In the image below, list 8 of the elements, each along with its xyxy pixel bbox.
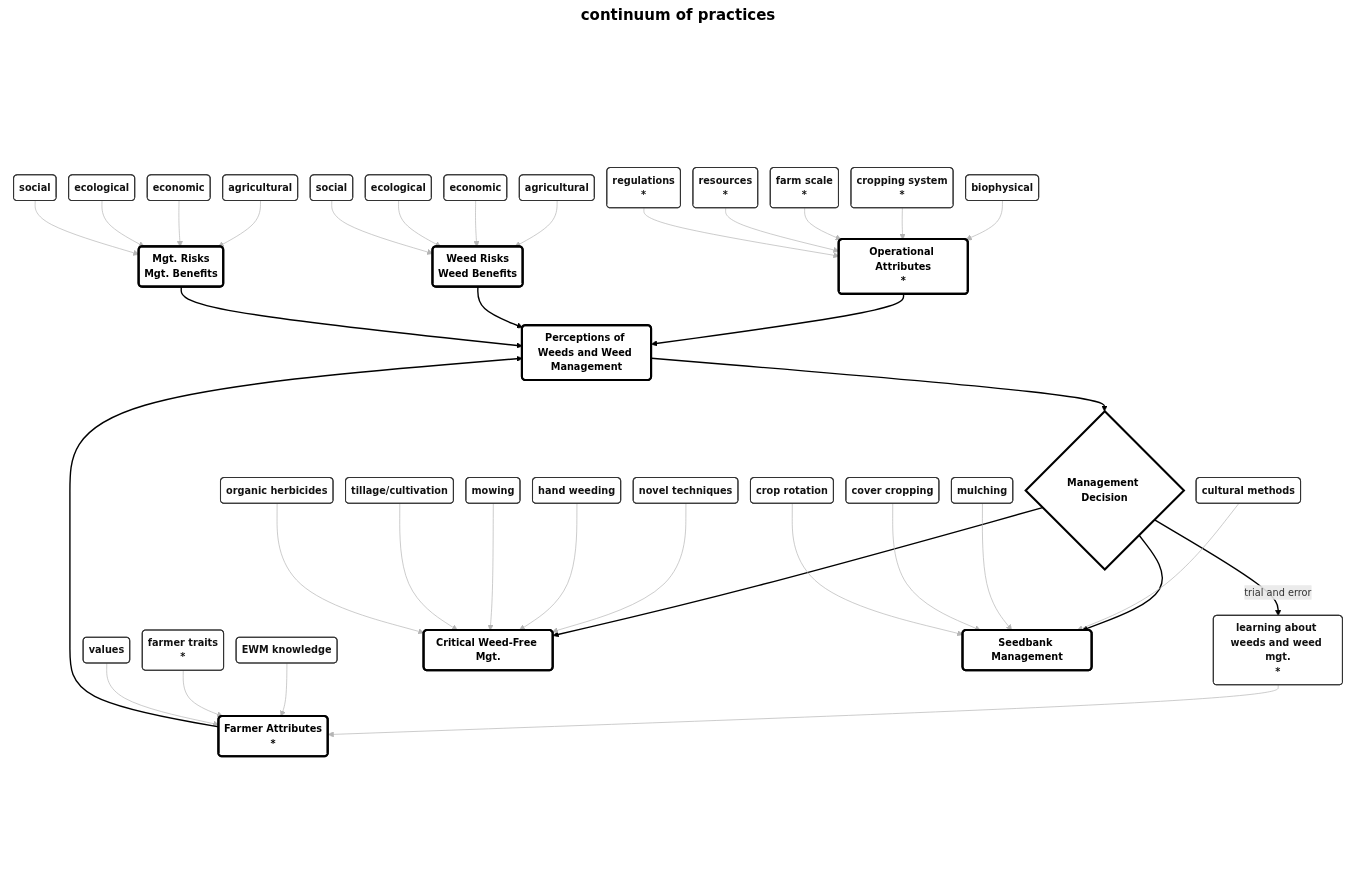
- edge-label: trial and error: [1244, 586, 1312, 598]
- arrow: [1153, 519, 1282, 617]
- note-text: continuum of practices: [580, 6, 776, 24]
- arrow: [477, 286, 523, 329]
- arrow: [651, 293, 905, 347]
- node-diamond: Management Decision: [1024, 409, 1186, 572]
- arrow: [180, 286, 523, 349]
- arrow: [552, 507, 1044, 638]
